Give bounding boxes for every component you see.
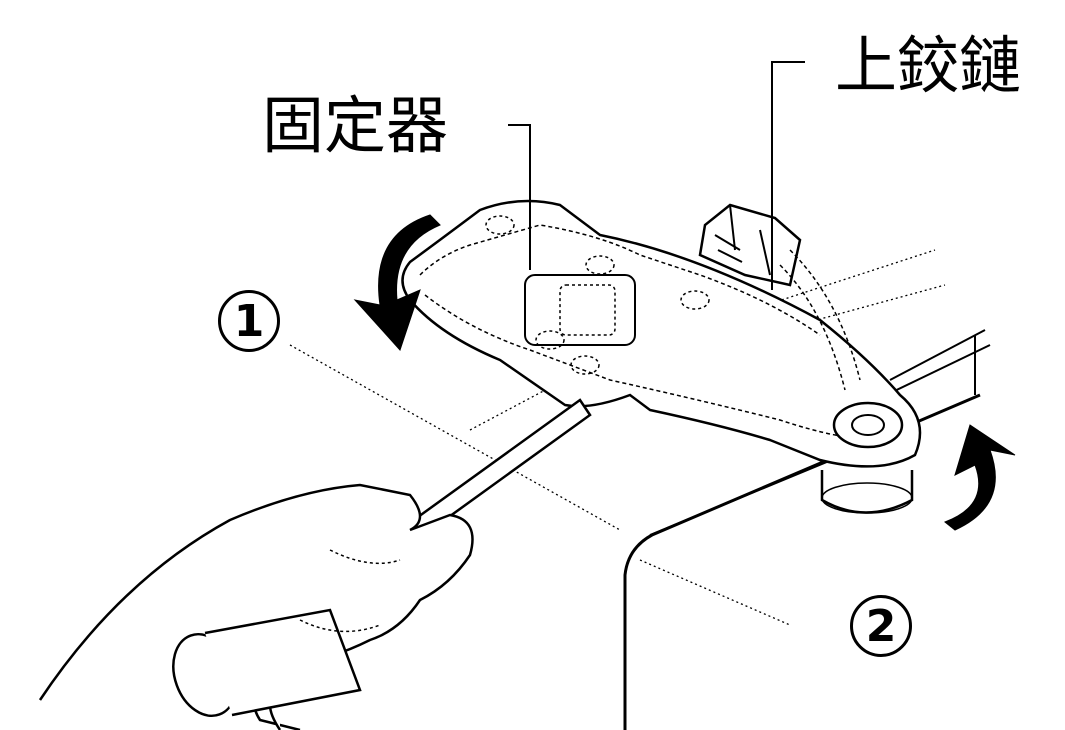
- rotate-arrow-2: [944, 424, 1016, 531]
- upper-hinge-label: 上鉸鏈: [835, 29, 1022, 102]
- step-1-marker: 1: [218, 290, 280, 352]
- leader-lines: [508, 61, 805, 290]
- rotate-arrow-1: [353, 214, 441, 351]
- refrigerator-top: [289, 249, 991, 730]
- fixer-label: 固定器: [262, 89, 449, 162]
- connector-block: [698, 203, 861, 391]
- hand: [38, 483, 474, 730]
- hinge-plate: [401, 199, 922, 514]
- step-2-marker: 2: [850, 595, 912, 657]
